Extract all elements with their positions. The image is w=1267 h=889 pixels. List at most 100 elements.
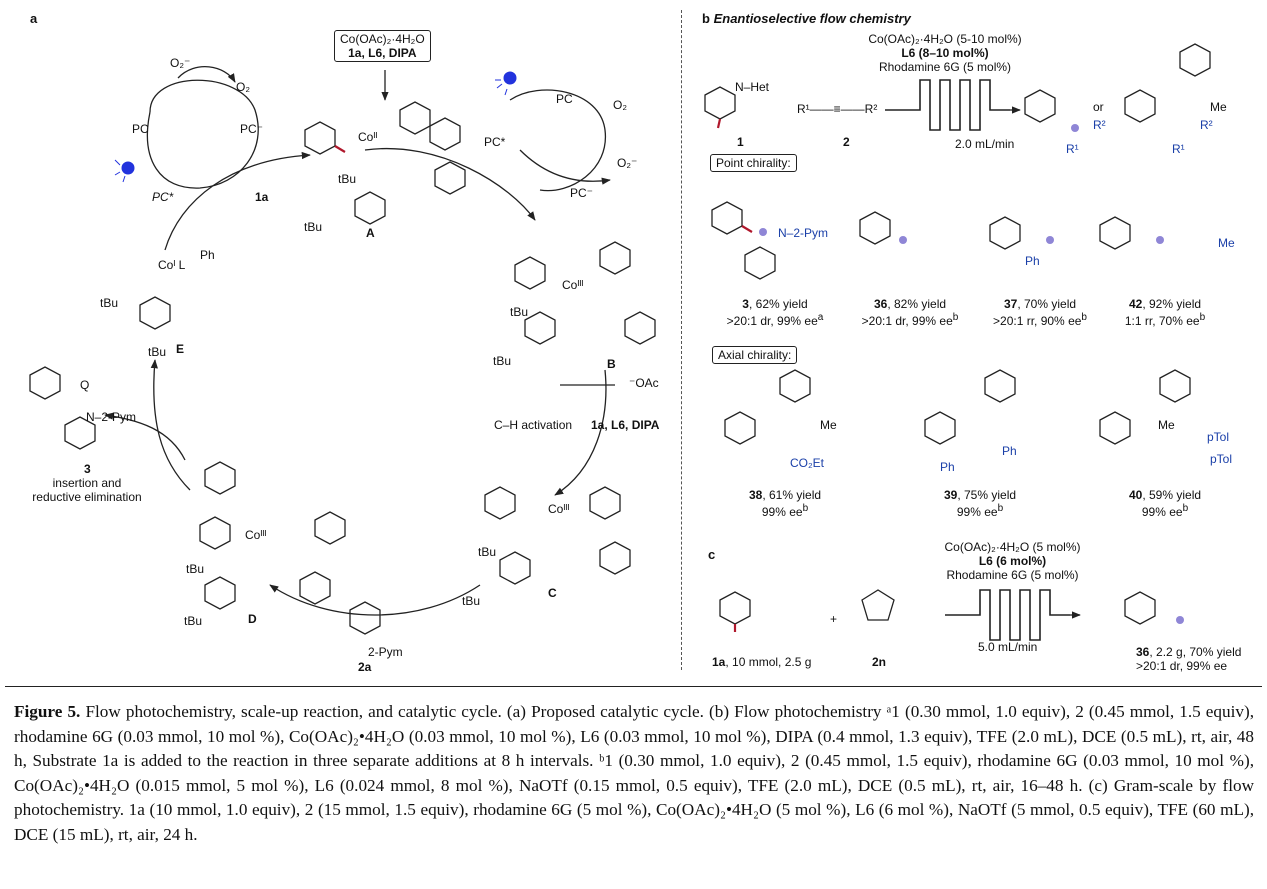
ring-b-39: [924, 411, 956, 445]
product-3-caption-line2: reductive elimination: [32, 490, 142, 504]
panel-c-label: c: [708, 547, 716, 562]
or-label: or: [1093, 100, 1104, 114]
lamp-icon-left: [114, 159, 135, 183]
reagent-box: Co(OAc)₂·4H₂O 1a, L6, DIPA: [334, 30, 431, 62]
o2-minus-right: O₂⁻: [617, 156, 638, 170]
product-36-c: 36, 2.2 g, 70% yield >20:1 dr, 99% ee: [1136, 645, 1241, 673]
ring-D-aryl: [199, 516, 231, 550]
product-3-b-sel: >20:1 dr, 99% ee: [726, 314, 818, 328]
product-36-b-sup: b: [952, 312, 959, 323]
cycle-arc-bottom: [269, 584, 481, 616]
panel-b-cond-1: Co(OAc)₂·4H₂O (5-10 mol%): [868, 32, 1022, 46]
product-42-b-sup: b: [1199, 312, 1206, 323]
reagent-box-line2: 1a, L6, DIPA: [348, 46, 417, 60]
ring-A-quinoline: [399, 101, 431, 135]
product-39-b-yield: , 75% yield: [957, 488, 1017, 502]
ring-b-1: [704, 86, 736, 120]
tbu-B-2: tBu: [493, 354, 512, 368]
indole-2a-label: 2a: [358, 660, 372, 674]
photocycle-right-circle: [509, 89, 606, 192]
panel-c-cond-3: Rhodamine 6G (5 mol%): [946, 568, 1079, 582]
ring-B-phenyl: [624, 311, 656, 345]
ch-reagents-label: 1a, L6, DIPA: [591, 418, 660, 432]
product-36-c-yield: , 2.2 g, 70% yield: [1149, 645, 1242, 659]
complex-B-label: B: [607, 357, 616, 371]
complex-E-label: E: [176, 342, 185, 356]
alkyne-label: R¹——≡——R²: [797, 102, 878, 116]
tbu-A-1: tBu: [338, 172, 357, 186]
q-3: Q: [80, 378, 90, 392]
co-E: Coᴵ L: [158, 258, 186, 272]
product-36-c-id: 36: [1136, 645, 1150, 659]
product-3-b-sup: a: [817, 312, 824, 323]
o2-arrow: [177, 66, 236, 83]
ring-B-benzoyl: [514, 256, 546, 290]
point-chirality-box: Point chirality:: [710, 154, 797, 172]
step-1a-label: 1a: [255, 190, 269, 204]
pc-star-right: PC*: [484, 135, 506, 149]
o2-left: O₂: [236, 80, 250, 94]
ring-A-phenol: [354, 191, 386, 225]
red-bond-b: [716, 118, 722, 129]
product-38-b-sel: 99% ee: [761, 505, 803, 519]
ring-B-quinoline: [599, 241, 631, 275]
ring-D-phenyl: [299, 571, 331, 605]
product-37-b: 37, 70% yield >20:1 rr, 90% eeb: [975, 297, 1105, 328]
ph-E: Ph: [200, 248, 215, 262]
pym-b3: N–2-Pym: [778, 226, 829, 240]
ch-activation-label: C–H activation: [494, 418, 573, 432]
me-prod2: Me: [1210, 100, 1227, 114]
panel-c-conditions: Co(OAc)₂·4H₂O (5 mol%) L6 (6 mol%) Rhoda…: [925, 540, 1100, 582]
ring-b-40: [1099, 411, 1131, 445]
flow-coil-c: [945, 589, 1070, 641]
cycle-arc-right: [554, 369, 607, 496]
ring-b-40-q: [1159, 369, 1191, 403]
product-3-label: 3: [84, 462, 91, 476]
tbu-E-2: tBu: [148, 345, 167, 359]
product-38-b-id: 38: [748, 488, 763, 502]
photocycle-left-circle: [146, 79, 259, 189]
ph-39-b: Ph: [940, 460, 955, 474]
pc-right: PC: [556, 92, 573, 106]
red-bond-a1: [334, 145, 346, 153]
substrate-1-label: 1: [737, 135, 744, 149]
flow-rate-c: 5.0 mL/min: [978, 640, 1038, 654]
product-42-b-id: 42: [1128, 297, 1143, 311]
reactant-2n-c: 2n: [872, 655, 887, 669]
ring-A-benzoyl: [304, 121, 336, 155]
product-40-b: 40, 59% yield 99% eeb: [1100, 488, 1230, 519]
complex-A-label: A: [366, 226, 375, 240]
reactant-1a-amount: , 10 mmol, 2.5 g: [725, 655, 812, 669]
ring-b-prod1: [1024, 89, 1056, 123]
r2-prod1: R²: [1093, 118, 1106, 132]
product-40-b-sup: b: [1182, 503, 1189, 514]
reagent-box-line1: Co(OAc)₂·4H₂O: [340, 32, 425, 46]
tbu-B-1: tBu: [510, 305, 529, 319]
het-label: N–Het: [735, 80, 770, 94]
ring-A-quinoline2: [429, 117, 461, 151]
flow-coil-b: [885, 79, 1010, 131]
complex-C-label: C: [548, 586, 557, 600]
ring-3-a: [29, 366, 61, 400]
pc-minus-left: PC⁻: [240, 122, 264, 136]
ring-A-phenyl: [434, 161, 466, 195]
ring-c-36: [1124, 591, 1156, 625]
product-39-b-sup: b: [997, 503, 1004, 514]
pc-minus-arrow: [519, 149, 611, 185]
product-42-b-sel: 1:1 rr, 70% ee: [1124, 314, 1200, 328]
product-36-b-id: 36: [873, 297, 888, 311]
product-36-b-yield: , 82% yield: [887, 297, 947, 311]
chiral-atom-2: [759, 228, 767, 236]
ring-E-phenol: [139, 296, 171, 330]
lamp-icon-right: [495, 71, 517, 96]
product-38-b-yield: , 61% yield: [762, 488, 822, 502]
ring-C-aryl: [484, 486, 516, 520]
tbu-D-1: tBu: [186, 562, 205, 576]
acetate-label: ⁻OAc: [629, 376, 659, 390]
cycle-arc-left-up: [150, 359, 191, 491]
caption-text: Flow photochemistry, scale-up reaction, …: [14, 702, 1255, 844]
chiral-atom-5: [1156, 236, 1164, 244]
r1-prod1: R¹: [1066, 142, 1079, 156]
product-39-b-sel: 99% ee: [956, 505, 998, 519]
product-37-b-sel: >20:1 rr, 90% ee: [993, 314, 1082, 328]
